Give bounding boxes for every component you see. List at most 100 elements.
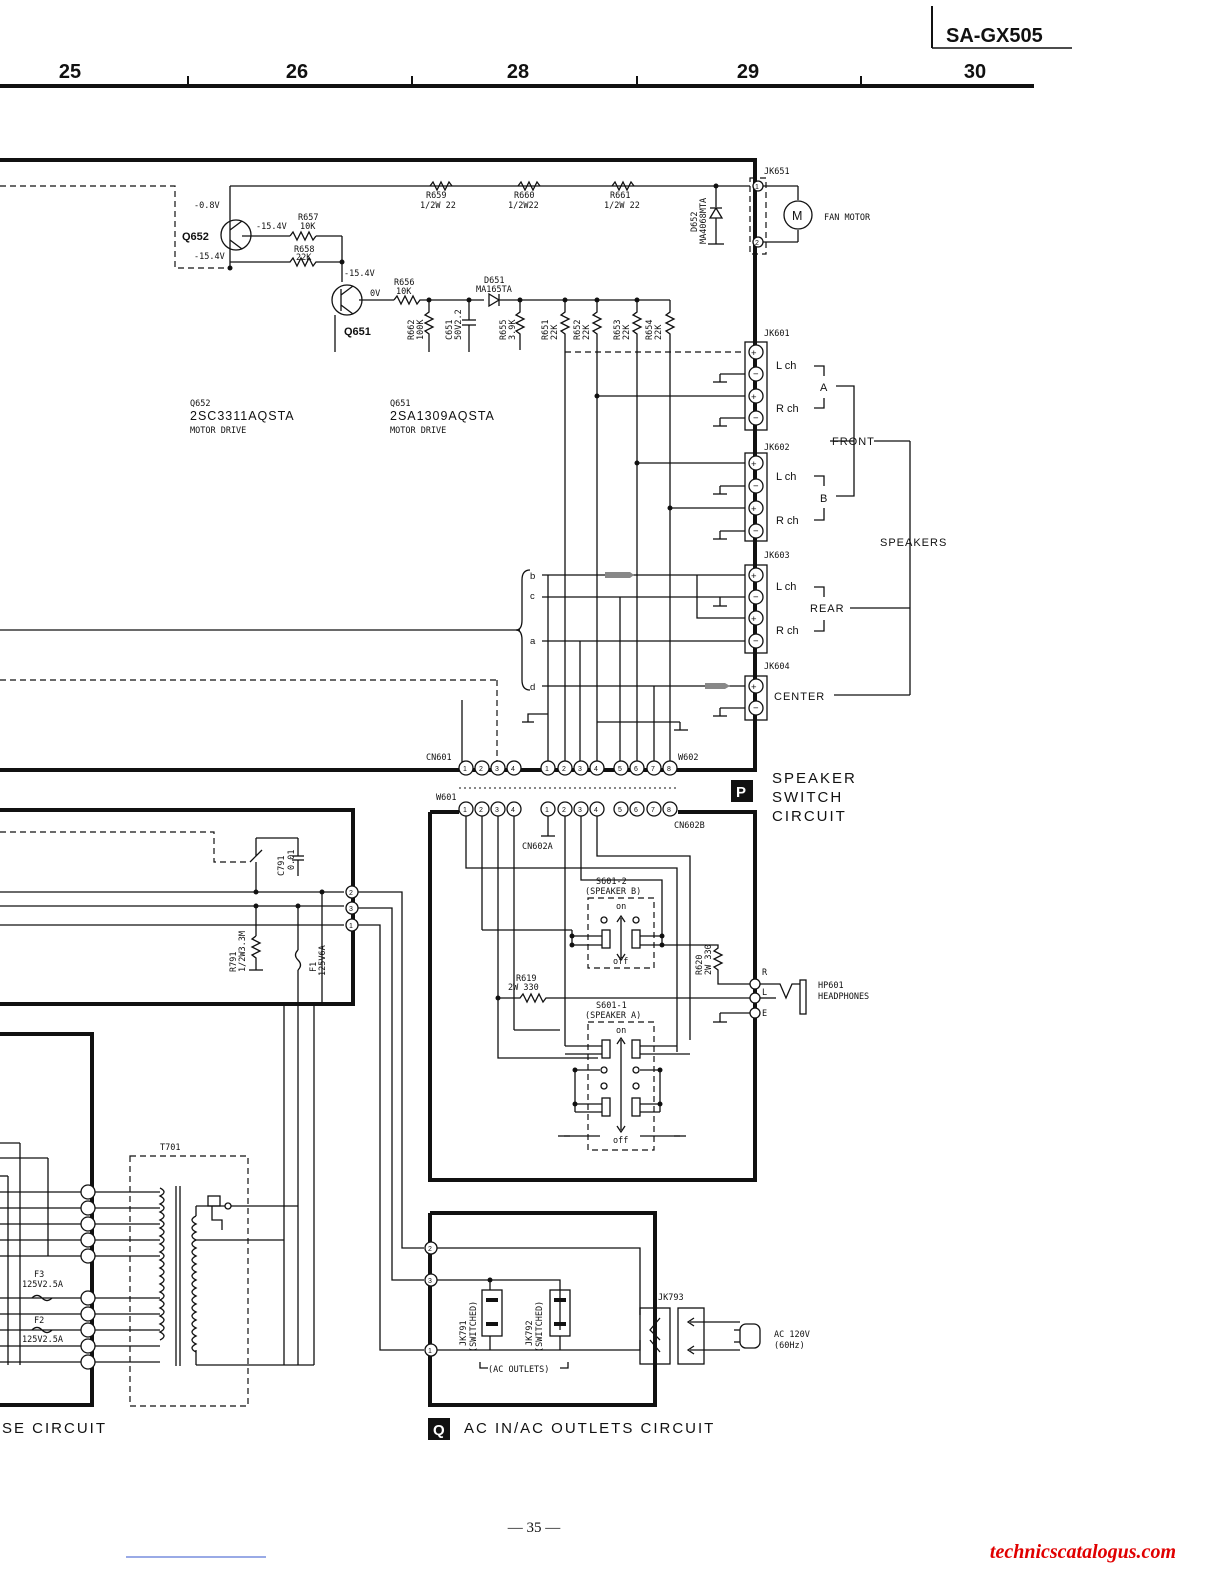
component-label: + [751,682,757,693]
component-label: 1/2W 22 [420,201,456,211]
component-label: W601 [436,793,456,803]
component-label: D652 [690,212,700,232]
component-label: 3 [578,807,582,814]
component-label: 3 [495,766,499,773]
q651-ref: Q651 [344,326,371,338]
component-label: off [613,1136,628,1146]
component-label: 22K [550,324,560,340]
component-label: 7 [651,807,655,814]
jack-jk601: + − + − JK601 L ch R ch [713,329,799,431]
component-label: 3.9K [508,319,518,340]
component-label: Q651 [390,399,410,409]
component-label: D651 [484,276,504,286]
component-label: C791 [277,856,287,876]
component-label: + [751,348,757,359]
component-label: 100K [416,319,426,340]
component-label: 125V2.5A [22,1280,63,1290]
resistor-r659: R659 1/2W 22 [420,180,456,211]
component-label: T701 [160,1143,180,1153]
component-label: + [751,571,757,582]
component-label: 50V2.2 [454,309,464,340]
component-label: 2 [562,807,566,814]
component-label: JK604 [764,662,790,672]
column-number: 25 [59,61,81,83]
component-label: R652 [573,320,583,340]
component-label: REAR [810,603,845,615]
w601-pins: 1 2 3 4 [458,801,522,817]
component-label: 2 [349,890,353,897]
component-label: 22K [654,324,664,340]
component-label: FRONT [832,436,875,448]
mid-power-block: C791 0.01 R791 1/2W3.3M F1 125V6A 2 3 1 [0,808,424,1365]
component-label: L ch [776,581,796,593]
component-label: E [762,1009,767,1019]
component-label: 5 [618,807,622,814]
component-label: F2 [34,1316,44,1326]
lower-power-block: SE CIRCUIT F3 125V2.5A F2 125V2.5A [0,1032,314,1437]
q652-ref: Q652 [182,231,209,243]
component-label: on [616,902,626,912]
component-label: R655 [499,320,509,340]
component-label: − [753,526,759,537]
speaker-wiring: b c a d [0,351,745,765]
component-label: AC 120V [774,1330,810,1340]
component-label: off [613,957,628,967]
component-label: 2SA1309AQSTA [390,409,495,423]
jack-jk602: + − + − JK602 L ch R ch [713,443,799,542]
resistor-r661: R661 1/2W 22 [604,180,640,211]
switch-s601-2: S601-2 (SPEAKER B) on off [482,877,665,969]
resistor-r619: R619 2W 330 [495,974,755,1004]
component-label: 1/2W 22 [604,201,640,211]
component-label: W602 [678,753,698,763]
component-label: (SWITCHED) [469,1301,479,1352]
page-number: — 35 — [507,1520,562,1536]
component-label: − [753,703,759,714]
fan-motor-symbol: M [792,209,803,223]
component-label: L ch [776,360,796,372]
transistor-q651: Q651 [331,284,371,338]
component-label: 22K [582,324,592,340]
component-label: F1 [309,962,319,972]
component-label: 1 [463,807,467,814]
component-label: R657 [298,213,318,223]
component-label: R619 [516,974,536,984]
component-label: SPEAKERS [880,537,947,549]
component-label: R660 [514,191,534,201]
jack-jk651: 1 2 JK651 M FAN MOTOR [749,167,871,255]
component-label: JK793 [658,1293,684,1303]
cn602-pins: 1 2 3 4 5 6 7 8 [540,801,678,817]
component-label: 0.01 [287,850,297,870]
component-label: − [753,636,759,647]
cn601-pins: 1 2 3 4 [458,760,522,776]
inlet-jk793: JK793 AC 120V (60Hz) [639,1293,810,1365]
component-label: JK601 [764,329,790,339]
jack-jk604: + − JK604 CENTER [713,662,824,721]
component-label: 4 [511,766,515,773]
diode-d652: D652 MA4068MTA [690,183,724,245]
component-label: R654 [645,320,655,340]
component-label: − [753,481,759,492]
component-label: R ch [776,515,799,527]
component-label: L [762,988,767,998]
component-label: JK792 [525,1320,535,1346]
component-label: R661 [610,191,630,201]
component-label: MA4068MTA [699,198,709,244]
component-label: b [530,571,535,582]
component-label: R791 [229,952,239,972]
component-label: 1 [545,807,549,814]
switch-s601-1: S601-1 (SPEAKER A) on off [514,1001,690,1151]
component-label: 125V6A [318,945,328,976]
component-label: 1/2W22 [508,201,539,211]
header: SA-GX505 25 26 28 29 30 [0,6,1072,88]
component-label: CN602A [522,842,553,852]
component-label: 4 [594,766,598,773]
section-letter-p: P [736,784,746,801]
transistor-q652: Q652 [182,219,252,251]
component-label: S601-2 [596,877,627,887]
component-label: (SPEAKER B) [585,887,641,897]
component-label: + [751,392,757,403]
component-label: MA165TA [476,285,512,295]
component-label: (SPEAKER A) [585,1011,641,1021]
component-label: CN602B [674,821,705,831]
